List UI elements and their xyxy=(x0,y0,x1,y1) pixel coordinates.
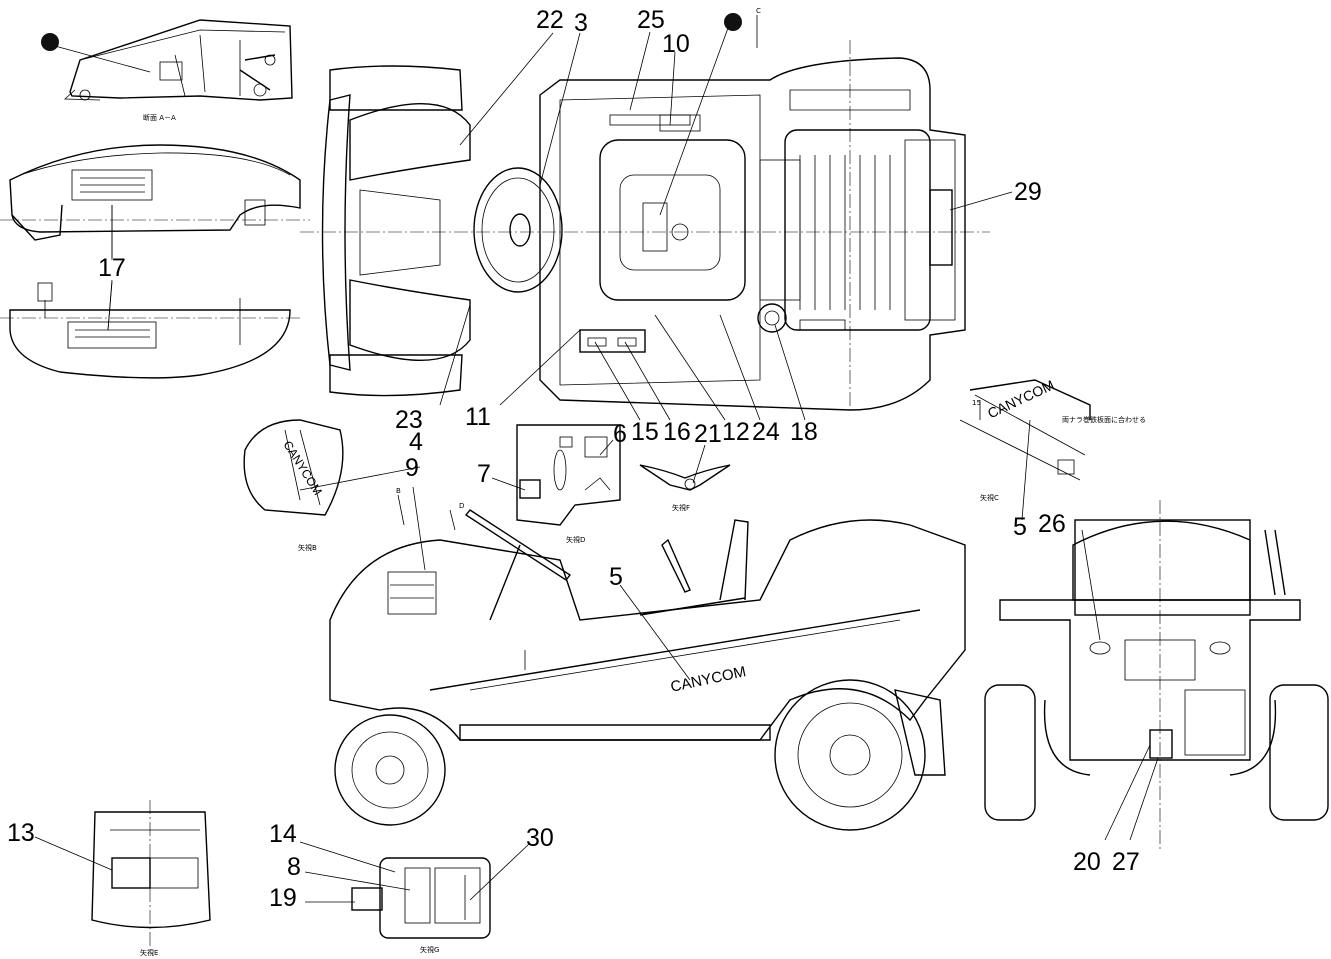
callout-12: 12 xyxy=(722,418,750,446)
rear-view xyxy=(984,500,1329,850)
callout-4: 4 xyxy=(409,428,423,456)
callout-19: 19 xyxy=(269,884,297,912)
callout-11: 11 xyxy=(465,403,491,431)
dimension-15: 15 xyxy=(972,399,981,407)
fender-top-view xyxy=(0,144,310,258)
callout-5-side: 5 xyxy=(609,563,623,591)
caption-view-e: 矢視E xyxy=(140,949,159,957)
view-d xyxy=(516,424,621,526)
callout-25: 25 xyxy=(637,6,665,34)
callout-17: 17 xyxy=(98,254,126,282)
arrow-label-d: D xyxy=(459,502,465,510)
view-e xyxy=(91,800,211,950)
section-aa-view xyxy=(41,19,293,101)
view-f xyxy=(639,464,731,491)
callout-27: 27 xyxy=(1112,848,1140,876)
callout-21: 21 xyxy=(694,420,722,448)
callout-18: 18 xyxy=(790,418,818,446)
side-view xyxy=(329,509,966,831)
top-view xyxy=(300,13,990,411)
callout-9: 9 xyxy=(405,454,419,482)
callout-16: 16 xyxy=(663,418,691,446)
caption-view-c-note: 両ナラ巻鉄板面に合わせる xyxy=(1062,416,1146,424)
caption-section-aa: 断面 A－A xyxy=(143,114,176,122)
callout-30: 30 xyxy=(526,824,554,852)
view-b-decal xyxy=(243,419,405,526)
arrow-label-b: B xyxy=(396,487,401,495)
callout-3: 3 xyxy=(574,9,588,37)
callout-5-view-c: 5 xyxy=(1013,513,1027,541)
view-g xyxy=(351,857,491,939)
callout-26: 26 xyxy=(1038,510,1066,538)
callout-8: 8 xyxy=(287,853,301,881)
callout-10: 10 xyxy=(662,30,690,58)
callout-23: 23 xyxy=(395,406,423,434)
callout-29: 29 xyxy=(1014,178,1042,206)
callout-15: 15 xyxy=(631,418,659,446)
caption-view-g: 矢視G xyxy=(420,946,440,954)
callout-7: 7 xyxy=(477,460,491,488)
caption-view-b: 矢視B xyxy=(298,544,317,552)
caption-view-d: 矢視D xyxy=(566,536,586,544)
top-grille xyxy=(799,155,891,310)
caption-view-f: 矢視F xyxy=(672,504,691,512)
fender-bottom-view xyxy=(0,279,300,379)
callout-22: 22 xyxy=(536,6,564,34)
callout-20: 20 xyxy=(1073,848,1101,876)
callout-14: 14 xyxy=(269,820,297,848)
callout-13: 13 xyxy=(7,819,35,847)
callout-24: 24 xyxy=(752,418,780,446)
caption-view-c: 矢視C xyxy=(980,494,999,502)
leader-lines xyxy=(34,27,1159,903)
arrow-label-c: C xyxy=(756,7,761,15)
callout-6: 6 xyxy=(613,420,627,448)
